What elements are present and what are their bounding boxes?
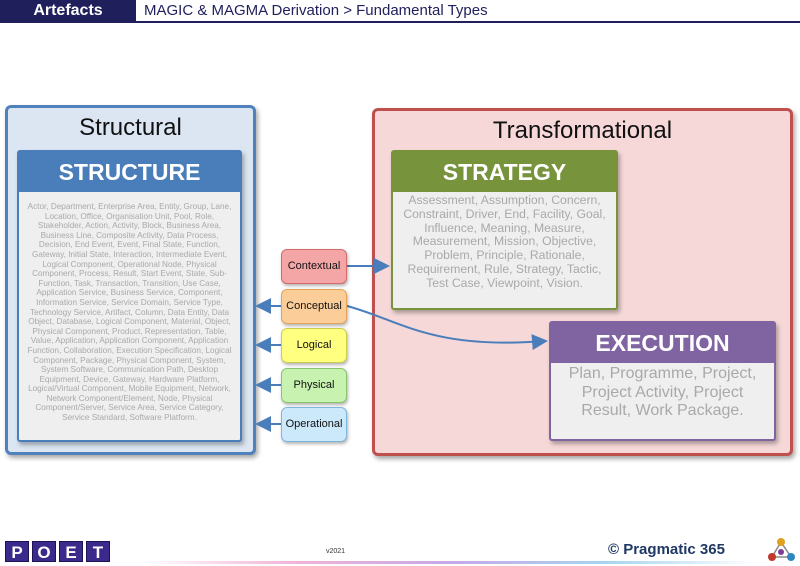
- layer-operational[interactable]: Operational: [281, 407, 347, 442]
- execution-types: Plan, Programme, Project, Project Activi…: [568, 365, 757, 419]
- structure-heading: STRUCTURE: [19, 152, 240, 192]
- molecule-icon: [768, 538, 795, 561]
- layer-contextual[interactable]: Contextual: [281, 249, 347, 284]
- version-label: v2021: [326, 548, 346, 555]
- poet-logo: P O E T: [5, 541, 110, 562]
- logo-letter: O: [32, 541, 56, 562]
- structure-box: STRUCTURE Actor, Department, Enterprise …: [17, 150, 242, 442]
- layer-logical[interactable]: Logical: [281, 328, 347, 363]
- structural-title: Structural: [79, 114, 182, 141]
- brand-name: © Pragmatic 365: [608, 541, 725, 558]
- strategy-box: STRATEGY Assessment, Assumption, Concern…: [391, 150, 618, 310]
- breadcrumb: MAGIC & MAGMA Derivation > Fundamental T…: [136, 0, 800, 23]
- logo-letter: E: [59, 541, 83, 562]
- layer-conceptual[interactable]: Conceptual: [281, 289, 347, 324]
- structure-types: Actor, Department, Enterprise Area, Enti…: [27, 202, 232, 423]
- section-tab[interactable]: Artefacts: [0, 0, 136, 23]
- footer-divider: [140, 561, 760, 564]
- execution-heading: EXECUTION: [551, 323, 774, 363]
- execution-box: EXECUTION Plan, Programme, Project, Proj…: [549, 321, 776, 441]
- transformational-title: Transformational: [492, 117, 673, 144]
- logo-letter: T: [86, 541, 110, 562]
- arrow-conceptual-to-execution: [346, 305, 548, 351]
- strategy-types: Assessment, Assumption, Concern, Constra…: [403, 193, 606, 290]
- strategy-heading: STRATEGY: [393, 152, 616, 192]
- layer-physical[interactable]: Physical: [281, 368, 347, 403]
- logo-letter: P: [5, 541, 29, 562]
